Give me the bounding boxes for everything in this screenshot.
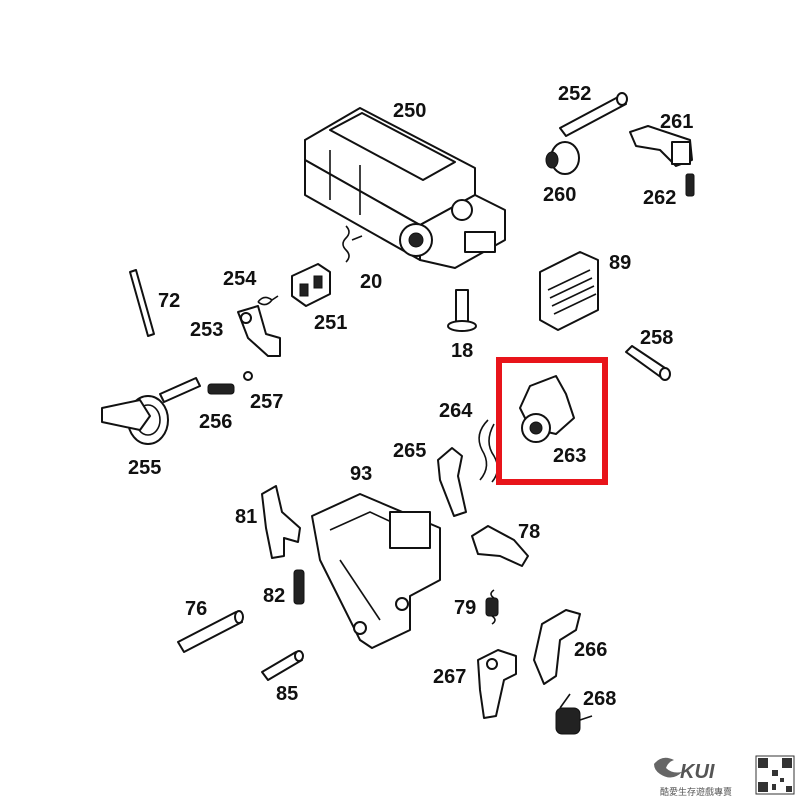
label-250: 250 (393, 100, 426, 122)
label-261: 261 (660, 111, 693, 133)
label-76: 76 (185, 598, 207, 620)
label-78: 78 (518, 521, 540, 543)
part-20-spring (342, 225, 363, 263)
highlight-box-263 (496, 357, 608, 485)
part-81-trigger (261, 485, 301, 559)
part-72-pin (129, 269, 155, 337)
label-258: 258 (640, 327, 673, 349)
part-89-slide (539, 251, 599, 331)
part-82-spring (293, 569, 305, 605)
label-89: 89 (609, 252, 631, 274)
part-253-plate (237, 305, 281, 357)
part-255-selector (101, 377, 201, 445)
watermark-brand: KUI (680, 761, 715, 783)
label-79: 79 (454, 597, 476, 619)
part-264-spring (478, 419, 499, 483)
label-268: 268 (583, 688, 616, 710)
part-266-lever (533, 609, 581, 685)
label-20: 20 (360, 271, 382, 293)
label-257: 257 (250, 391, 283, 413)
dragon-icon (654, 757, 682, 778)
part-76-pin (177, 610, 244, 653)
label-267: 267 (433, 666, 466, 688)
label-93: 93 (350, 463, 372, 485)
label-265: 265 (393, 440, 426, 462)
label-72: 72 (158, 290, 180, 312)
watermark-logo: KUI 酷愛生存遊戲專賣 (654, 755, 795, 798)
part-250-housing (304, 107, 506, 269)
part-258-pin (625, 345, 671, 381)
label-255: 255 (128, 457, 161, 479)
part-93-frame (311, 493, 441, 649)
label-81: 81 (235, 506, 257, 528)
watermark-tagline: 酷愛生存遊戲專賣 (660, 786, 732, 798)
label-263: 263 (553, 445, 586, 467)
part-268-spring (555, 693, 593, 735)
part-256-spring (207, 383, 235, 395)
label-266: 266 (574, 639, 607, 661)
part-254-clip (257, 295, 279, 306)
part-260-roller (545, 141, 580, 175)
label-82: 82 (263, 585, 285, 607)
label-262: 262 (643, 187, 676, 209)
label-260: 260 (543, 184, 576, 206)
label-18: 18 (451, 340, 473, 362)
label-252: 252 (558, 83, 591, 105)
part-262-spring (685, 173, 695, 197)
label-251: 251 (314, 312, 347, 334)
part-265-sear (437, 447, 467, 517)
label-256: 256 (199, 411, 232, 433)
part-263-hammer (519, 375, 575, 443)
part-251-block (291, 263, 331, 307)
part-261-lever (629, 125, 693, 167)
label-253: 253 (190, 319, 223, 341)
label-264: 264 (439, 400, 473, 422)
label-254: 254 (223, 268, 257, 290)
part-257-ball (243, 371, 253, 381)
part-79-spring (485, 589, 499, 625)
label-85: 85 (276, 683, 298, 705)
part-267-disconnector (477, 649, 517, 719)
part-252-pin (559, 92, 628, 137)
qr-code-icon (755, 755, 795, 795)
part-85-pin (261, 650, 304, 681)
part-18-screw (447, 289, 477, 332)
part-78-block (471, 525, 529, 567)
